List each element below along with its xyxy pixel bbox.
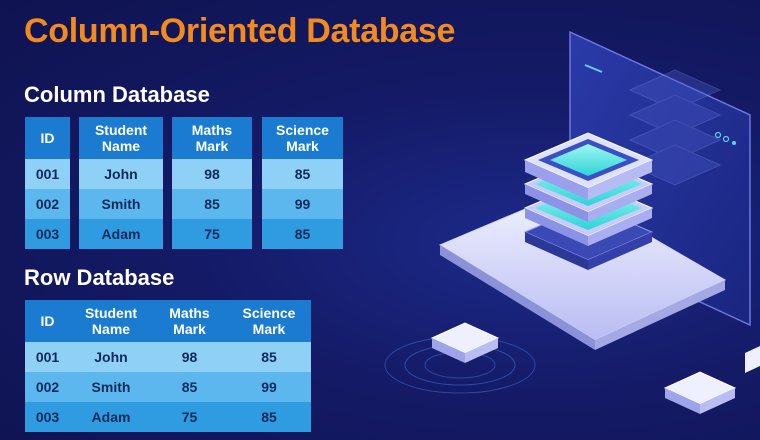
table-cell: Adam	[91, 409, 131, 425]
column-header: Student Name	[79, 117, 163, 159]
table-cell: 85	[261, 409, 277, 425]
row-database-heading: Row Database	[24, 265, 175, 290]
row-database-table: ID Student Name Maths Mark Science Mark …	[25, 300, 311, 432]
column-header: Maths Mark	[172, 117, 252, 159]
table-row: 003 Adam 75 85	[25, 402, 311, 432]
column-cell: 75	[172, 219, 252, 249]
column-block-student-name: Student Name John Smith Adam	[79, 117, 163, 249]
column-header: Science Mark	[262, 117, 343, 159]
table-cell: Smith	[91, 379, 131, 395]
column-cell: 99	[262, 189, 343, 219]
table-cell: 85	[181, 379, 198, 395]
table-row: 001 John 98 85	[25, 342, 311, 372]
table-cell: John	[94, 349, 128, 365]
database-stack-icon	[523, 132, 654, 270]
column-database-heading: Column Database	[24, 82, 210, 107]
column-header: ID	[25, 117, 70, 159]
page-title: Column-Oriented Database	[24, 12, 456, 50]
column-cell: 003	[25, 219, 70, 249]
column-block-id: ID 001 002 003	[25, 117, 70, 249]
table-cell: 98	[181, 349, 198, 365]
table-header: Student Name	[70, 300, 152, 342]
table-row: 002 Smith 85 99	[25, 372, 311, 402]
table-cell: 75	[181, 409, 198, 425]
table-cell: 99	[261, 379, 277, 395]
column-cell: Smith	[79, 189, 163, 219]
laptop-icon	[438, 30, 751, 350]
column-cell: 85	[262, 219, 343, 249]
server-tile-icon	[430, 322, 760, 414]
table-header: Maths Mark	[152, 300, 227, 342]
column-cell: John	[79, 159, 163, 189]
table-header: Science Mark	[227, 300, 311, 342]
table-header-row: ID Student Name Maths Mark Science Mark	[25, 300, 311, 342]
column-cell: 85	[262, 159, 343, 189]
table-cell: 002	[35, 379, 60, 395]
column-block-science-mark: Science Mark 85 99 85	[262, 117, 343, 249]
column-block-maths-mark: Maths Mark 98 85 75	[172, 117, 252, 249]
column-cell: 001	[25, 159, 70, 189]
table-cell: 001	[35, 349, 60, 365]
column-cell: 85	[172, 189, 252, 219]
column-cell: 98	[172, 159, 252, 189]
column-cell: 002	[25, 189, 70, 219]
table-cell: 85	[261, 349, 277, 365]
table-cell: 003	[35, 409, 60, 425]
column-cell: Adam	[79, 219, 163, 249]
database-laptop-illustration	[384, 30, 760, 414]
table-header: ID	[25, 300, 70, 342]
